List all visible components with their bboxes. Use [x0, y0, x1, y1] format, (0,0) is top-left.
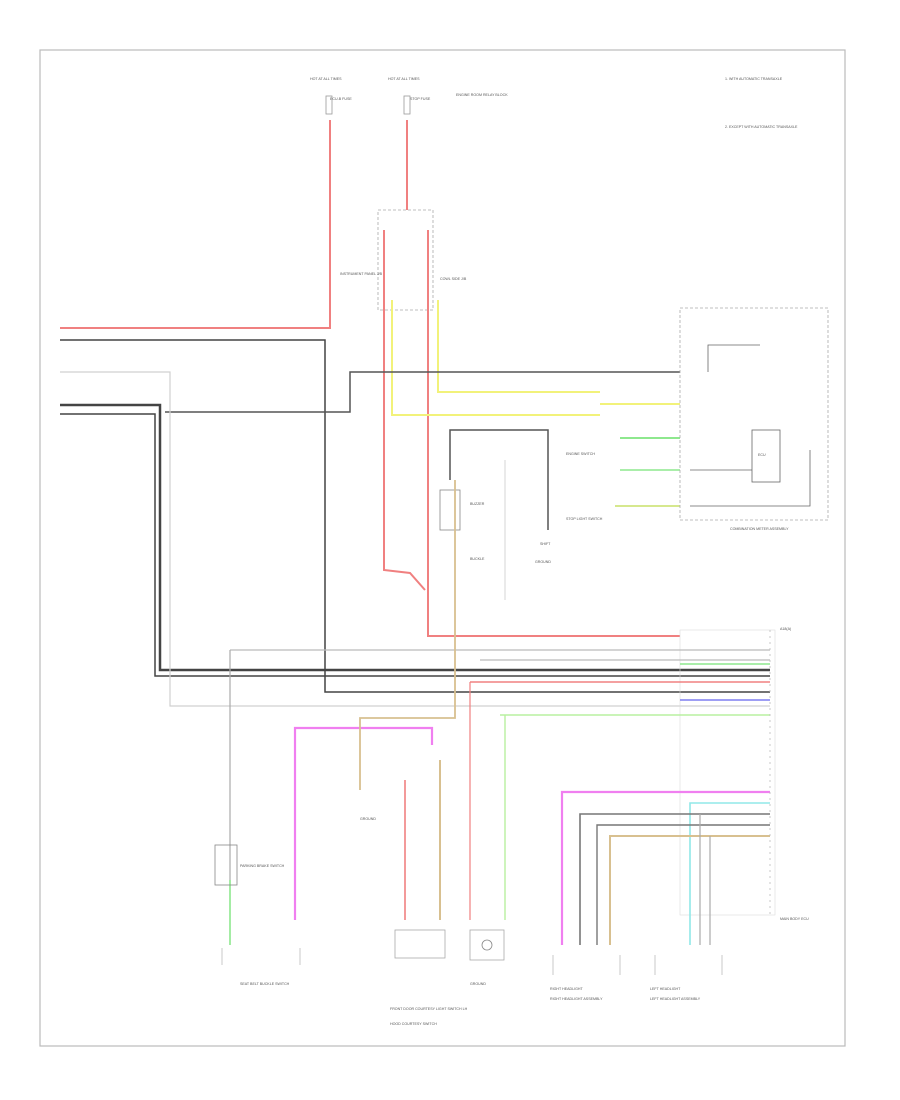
parking-brake-box [214, 844, 238, 886]
wire-tan-right [609, 835, 770, 945]
wire-red-j1 [383, 230, 426, 591]
parking-brake-label: PARKING BRAKE SWITCH [240, 864, 285, 868]
buzzer-module [439, 489, 461, 531]
wire-gray-right-1 [579, 813, 770, 945]
wire-yellow-1 [391, 300, 600, 416]
junction-right-label: COWL SIDE J/B [440, 277, 467, 281]
combo-internal-1 [707, 344, 760, 372]
wire-pink-left [293, 726, 434, 920]
fuse2-side-label: ENGINE ROOM RELAY BLOCK [456, 93, 508, 97]
wire-tan-1 [359, 480, 456, 790]
wire-dark-buzzer [449, 429, 549, 530]
ground-right-label: GROUND [535, 560, 551, 564]
front-door-lh-label: FRONT DOOR COURTESY LIGHT SWITCH LH [390, 1007, 468, 1011]
fuse2-name-label: STOP FUSE [410, 97, 431, 101]
connector-id: A18(A) [780, 627, 791, 631]
fuse1-symbol [325, 95, 333, 115]
wire-red-j2 [427, 230, 680, 637]
fuse1-name-label: ECU-B FUSE [330, 97, 352, 101]
stop-light-label: STOP LIGHT SWITCH [566, 517, 603, 521]
wire-black-combo [165, 371, 680, 413]
wire-yellow-2 [437, 300, 600, 393]
note-1: 1. WITH AUTOMATIC TRANSAXLE [725, 77, 783, 81]
ecu-label: ECU [758, 453, 766, 457]
left-headlight-label: LEFT HEADLIGHT [650, 987, 681, 991]
fuse2-top-label: HOT AT ALL TIMES [388, 77, 420, 81]
combination-meter-box [679, 307, 829, 521]
wire-black-main-2 [60, 413, 770, 677]
hood-label: HOOD COURTESY SWITCH [390, 1022, 437, 1026]
wire-pink-right [560, 790, 770, 945]
fuse1-top-label: HOT AT ALL TIMES [310, 77, 342, 81]
wire-lightgray-left [60, 371, 770, 707]
wire-red-left [60, 120, 331, 329]
junction-left-label: INSTRUMENT PANEL J/B [340, 272, 383, 276]
wire-black-main-1 [60, 403, 770, 672]
right-headlight-label: RIGHT HEADLIGHT [550, 987, 583, 991]
junction-block [377, 209, 434, 311]
gnd-module [469, 929, 505, 961]
main-body-connector [679, 629, 776, 916]
buzzer-label: BUZZER [470, 502, 485, 506]
main-body-label: MAIN BODY ECU [780, 917, 809, 921]
diagram-frame [39, 49, 846, 1047]
ecu-block [751, 429, 781, 483]
shift-label: SHIFT [540, 542, 551, 546]
fuse-group-left: HOT AT ALL TIMES ECU-B FUSE [310, 77, 352, 115]
gnd-main-label: GROUND [360, 817, 376, 821]
combo-internal-3 [690, 450, 811, 507]
note-2: 2. EXCEPT WITH AUTOMATIC TRANSAXLE [725, 125, 798, 129]
eng-switch-label: ENGINE SWITCH [566, 452, 595, 456]
fuse2-symbol [403, 95, 411, 115]
gnd-symbol [481, 939, 493, 951]
seat-belt-label: SEAT BELT BUCKLE SWITCH [240, 982, 290, 986]
wire-cyan-right [689, 802, 770, 945]
left-hl-assy-label: LEFT HEADLIGHT ASSEMBLY [650, 997, 701, 1001]
shift-lever-switch [394, 929, 446, 959]
combo-meter-label: COMBINATION METER ASSEMBLY [730, 527, 789, 531]
right-hl-assy-label: RIGHT HEADLIGHT ASSEMBLY [550, 997, 603, 1001]
gnd-bottom-label: GROUND [470, 982, 486, 986]
wire-gray-left [60, 339, 770, 693]
wire-gray-right-2 [596, 824, 770, 945]
fuse-group-right: HOT AT ALL TIMES STOP FUSE ENGINE ROOM R… [388, 77, 508, 115]
buckle-label: BUCKLE [470, 557, 485, 561]
